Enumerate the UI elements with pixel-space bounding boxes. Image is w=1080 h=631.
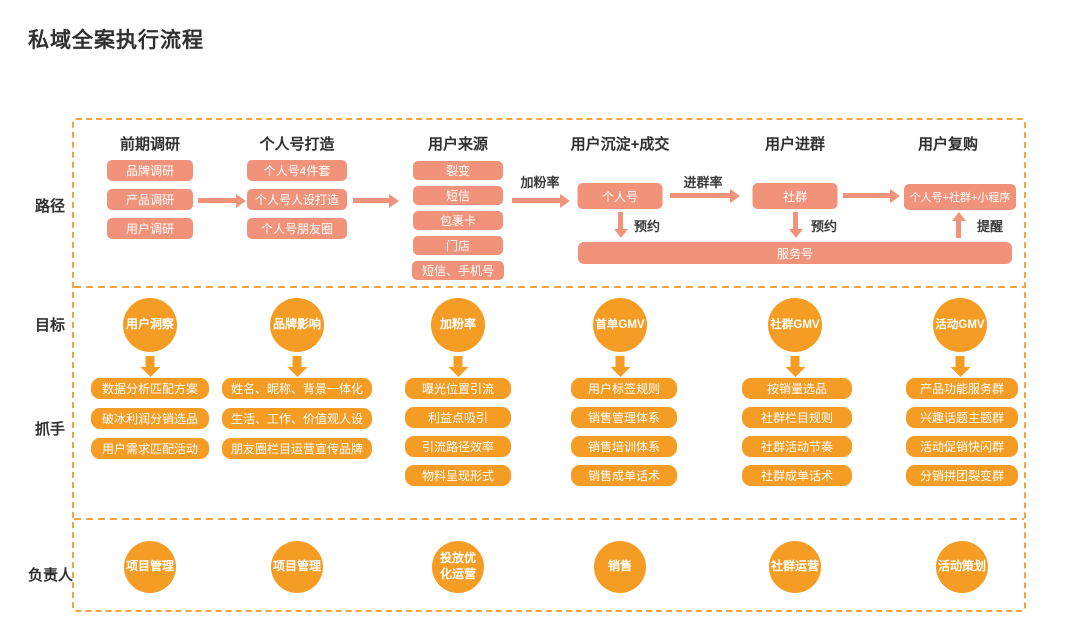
down-arrow-icon (790, 356, 800, 367)
reserve-label: 预约 (811, 219, 838, 234)
grip-box: 社群栏目规则 (742, 407, 852, 428)
down-arrow-icon (955, 356, 965, 367)
grip-box: 销售培训体系 (571, 436, 677, 457)
grip-box: 利益点吸引 (405, 407, 511, 428)
goal-circle: 社群GMV (768, 298, 822, 352)
column-header-4: 用户沉淀+成交 (570, 136, 670, 153)
path-box: 品牌调研 (107, 160, 193, 181)
owner-circle: 投放优化运营 (432, 541, 484, 593)
service-account-bar: 服务号 (578, 242, 1012, 264)
grip-box: 生活、工作、价值观人设 (222, 408, 372, 429)
owner-circle: 销售 (594, 541, 646, 593)
path-box: 个人号人设打造 (247, 189, 347, 210)
column-header-1: 前期调研 (119, 136, 181, 153)
path-box: 门店 (413, 236, 503, 255)
page-title: 私域全案执行流程 (28, 29, 204, 52)
grip-box: 销售成单话术 (571, 465, 677, 486)
right-arrow-icon (843, 193, 890, 198)
grip-box: 姓名、昵称、背景一体化 (222, 378, 372, 399)
goal-circle: 用户洞察 (123, 298, 177, 352)
column-header-2: 个人号打造 (259, 136, 335, 153)
owner-circle: 项目管理 (124, 541, 176, 593)
row-label-owner: 负责人 (28, 567, 74, 584)
grip-box: 用户需求匹配活动 (91, 438, 209, 459)
join-rate-label: 进群率 (683, 175, 723, 190)
diagram-frame (72, 118, 1026, 612)
grip-box: 分销拼团裂变群 (906, 465, 1018, 486)
down-arrow-icon (618, 212, 623, 229)
section-divider (74, 518, 1024, 520)
grip-box: 按销量选品 (742, 378, 852, 399)
grip-box: 物料呈现形式 (405, 465, 511, 486)
path-node-community: 社群 (752, 183, 838, 209)
grip-box: 兴趣话题主题群 (906, 407, 1018, 428)
down-arrow-icon (793, 212, 798, 229)
right-arrow-icon (353, 198, 389, 203)
grip-box: 社群活动节奏 (742, 436, 852, 457)
path-box: 短信、手机号 (412, 261, 504, 280)
column-header-3: 用户来源 (427, 136, 489, 153)
goal-circle: 首单GMV (593, 298, 647, 352)
right-arrow-icon (198, 198, 236, 203)
goal-circle: 活动GMV (933, 298, 987, 352)
grip-box: 引流路径效率 (405, 436, 511, 457)
down-arrow-icon (615, 356, 625, 367)
path-box: 包裹卡 (413, 211, 503, 230)
column-header-6: 用户复购 (917, 136, 979, 153)
owner-circle: 项目管理 (271, 541, 323, 593)
path-box: 个人号4件套 (247, 160, 347, 181)
path-box: 个人号朋友圈 (247, 218, 347, 239)
up-arrow-icon (956, 221, 961, 238)
grip-box: 产品功能服务群 (906, 378, 1018, 399)
down-arrow-icon (292, 356, 302, 367)
down-arrow-icon (145, 356, 155, 367)
path-node-personal-account: 个人号 (577, 183, 663, 209)
path-box: 用户调研 (107, 218, 193, 239)
grip-box: 活动促销快闪群 (906, 436, 1018, 457)
grip-box: 销售管理体系 (571, 407, 677, 428)
row-label-goal: 目标 (35, 317, 66, 334)
column-header-5: 用户进群 (764, 136, 826, 153)
grip-box: 曝光位置引流 (405, 378, 511, 399)
goal-circle: 品牌影响 (270, 298, 324, 352)
owner-circle: 社群运营 (769, 541, 821, 593)
grip-box: 数据分析匹配方案 (91, 378, 209, 399)
remind-label: 提醒 (977, 219, 1004, 234)
fan-rate-label: 加粉率 (520, 175, 560, 190)
goal-circle: 加粉率 (431, 298, 485, 352)
path-box: 短信 (413, 186, 503, 205)
grip-box: 社群成单话术 (742, 465, 852, 486)
right-arrow-icon (512, 198, 560, 203)
path-box: 裂变 (413, 161, 503, 180)
right-arrow-icon (670, 193, 730, 198)
grip-box: 朋友圈栏目运营宣传品牌 (222, 438, 372, 459)
grip-box: 破冰利润分销选品 (91, 408, 209, 429)
section-divider (74, 286, 1024, 288)
row-label-path: 路径 (35, 198, 66, 215)
reserve-label: 预约 (634, 219, 661, 234)
down-arrow-icon (453, 356, 463, 367)
row-label-grip: 抓手 (35, 421, 66, 438)
path-box: 产品调研 (107, 189, 193, 210)
grip-box: 用户标签规则 (571, 378, 677, 399)
path-node-repurchase: 个人号+社群+小程序 (904, 184, 1016, 210)
owner-circle: 活动策划 (936, 541, 988, 593)
